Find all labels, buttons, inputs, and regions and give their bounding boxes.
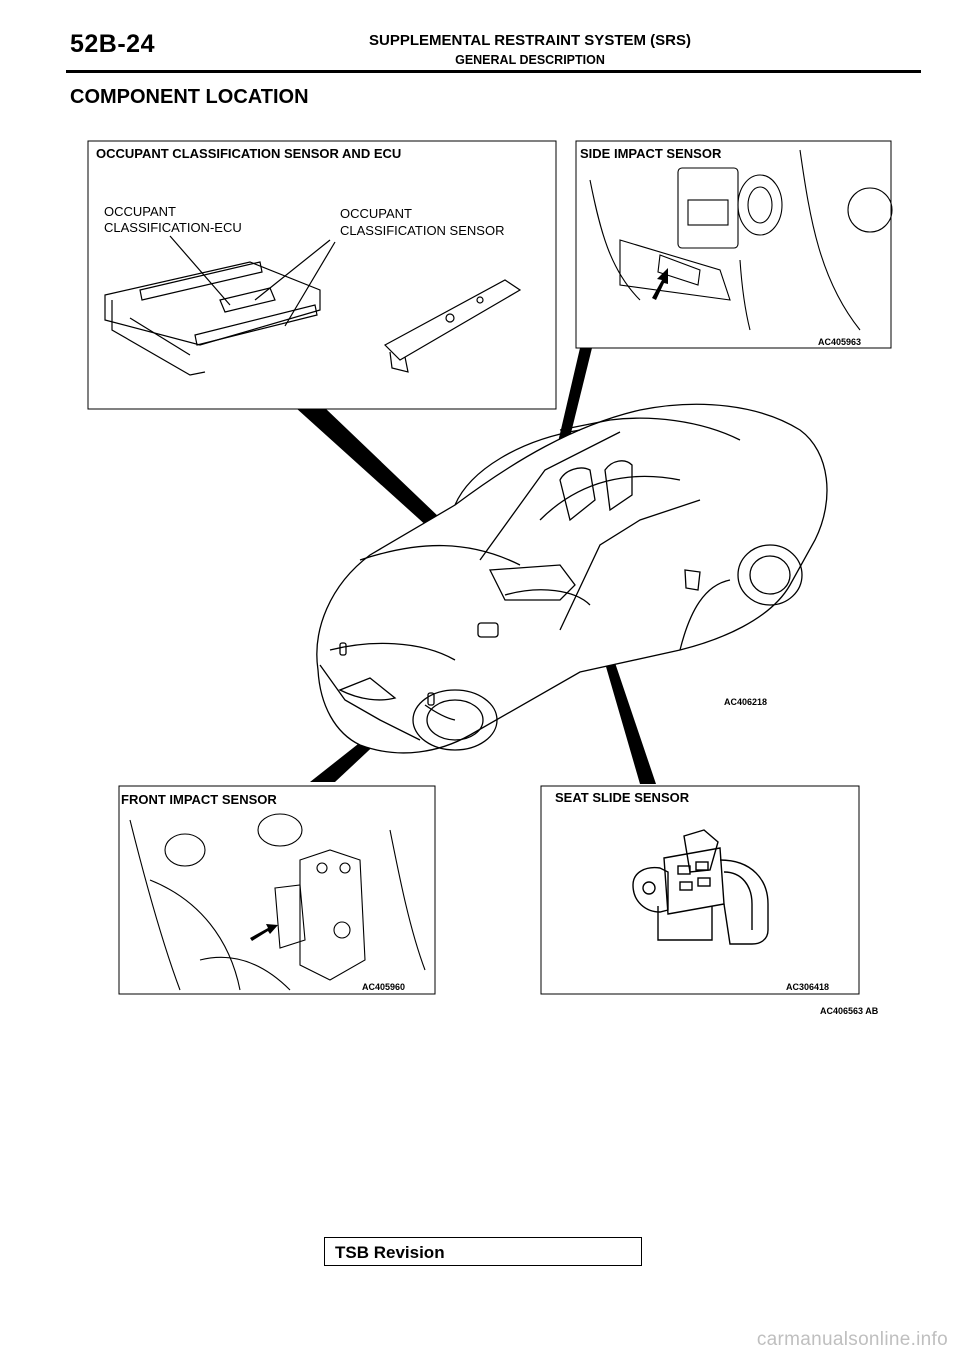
header-rule — [66, 70, 921, 73]
front-impact-arrow — [250, 924, 278, 941]
front-impact-panel: FRONT IMPACT SENSOR AC405960 — [118, 785, 436, 995]
ecu-label-line2: CLASSIFICATION-ECU — [104, 220, 242, 235]
tsb-revision-box: TSB Revision — [324, 1237, 642, 1266]
tsb-revision-label: TSB Revision — [335, 1243, 445, 1262]
subsection-title: GENERAL DESCRIPTION — [455, 53, 605, 67]
side-impact-panel: SIDE IMPACT SENSOR AC405963 — [575, 140, 893, 349]
side-impact-title: SIDE IMPACT SENSOR — [580, 146, 722, 161]
seat-slide-title: SEAT SLIDE SENSOR — [555, 790, 690, 805]
vehicle-illustration — [316, 403, 828, 754]
sensor-label-line2: CLASSIFICATION SENSOR — [340, 223, 504, 238]
sensor-label-line1: OCCUPANT — [340, 206, 412, 221]
section-code: 52B-24 — [70, 30, 155, 58]
figure-code: AC406563 AB — [820, 1006, 879, 1016]
watermark: carmanualsonline.info — [756, 1329, 948, 1350]
seat-slide-illustration — [632, 829, 769, 945]
side-impact-arrow — [652, 268, 668, 300]
seat-slide-code: AC306418 — [786, 982, 829, 992]
seat-rail-illustration — [104, 235, 522, 376]
page-title: COMPONENT LOCATION — [70, 86, 309, 108]
occupant-panel-title: OCCUPANT CLASSIFICATION SENSOR AND ECU — [96, 146, 401, 161]
side-impact-code: AC405963 — [818, 337, 861, 347]
vehicle-code: AC406218 — [724, 697, 767, 707]
manual-title: SUPPLEMENTAL RESTRAINT SYSTEM (SRS) — [369, 32, 691, 49]
ecu-label-line1: OCCUPANT — [104, 204, 176, 219]
occupant-panel: OCCUPANT CLASSIFICATION SENSOR AND ECU O… — [87, 140, 557, 410]
side-impact-illustration — [589, 149, 893, 331]
front-impact-illustration — [129, 813, 426, 991]
seat-slide-panel: SEAT SLIDE SENSOR AC306418 — [540, 785, 860, 995]
front-impact-code: AC405960 — [362, 982, 405, 992]
front-impact-title: FRONT IMPACT SENSOR — [121, 792, 277, 807]
